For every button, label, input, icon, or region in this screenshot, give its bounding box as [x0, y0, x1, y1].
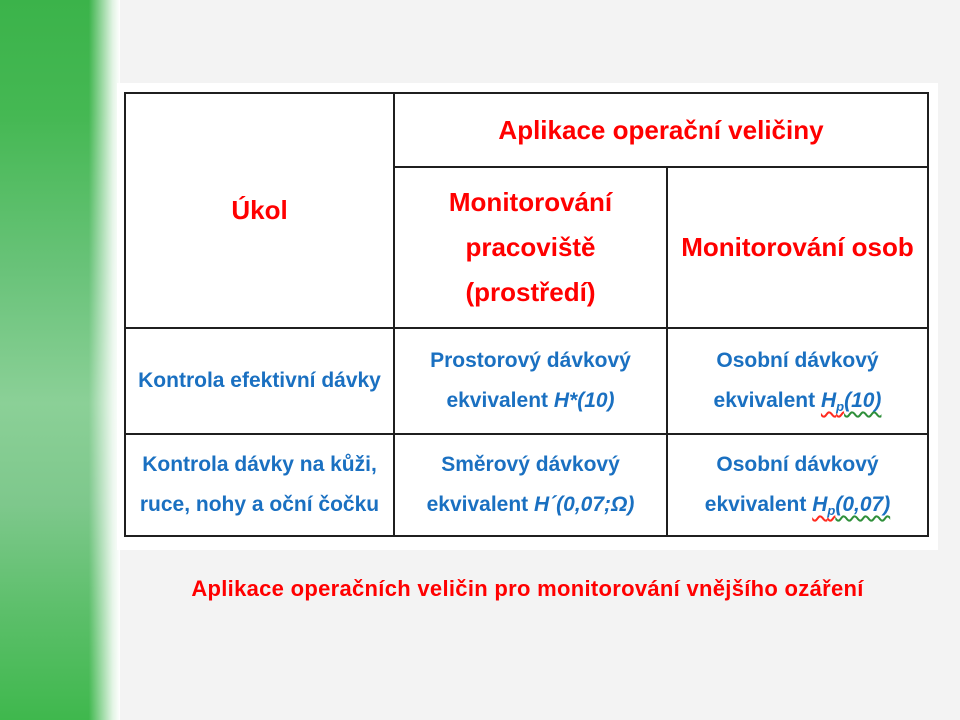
row2-ukol-line1: Kontrola dávky na kůži,: [142, 453, 377, 476]
row1-cell-ukol: Kontrola efektivní dávky: [126, 329, 395, 435]
row1-ukol-text: Kontrola efektivní dávky: [138, 369, 381, 392]
green-gradient-sidebar: [0, 0, 120, 720]
row1-osoby-prefix: ekvivalent: [713, 389, 821, 412]
header-cell-ukol: Úkol: [126, 94, 395, 329]
row1-osoby-h: H: [820, 389, 837, 412]
monitorovani-pracoviste-line1: Monitorování: [448, 187, 613, 217]
header-cell-aplikace: Aplikace operační veličiny: [395, 94, 927, 168]
row2-ukol-line2: ruce, nohy a oční čočku: [139, 493, 380, 516]
monitorovani-pracoviste-line2: pracoviště: [465, 232, 596, 262]
row2-cell-ukol: Kontrola dávky na kůži, ruce, nohy a očn…: [126, 435, 395, 535]
row2-pracoviste-line1: Směrový dávkový: [441, 453, 620, 476]
row1-osoby-sub: p: [836, 398, 845, 414]
slide-caption: Aplikace operačních veličin pro monitoro…: [191, 576, 864, 601]
row1-pracoviste-line1: Prostorový dávkový: [430, 349, 631, 372]
row1-cell-pracoviste: Prostorový dávkový ekvivalent H*(10): [395, 329, 668, 435]
row2-pracoviste-prefix: ekvivalent: [426, 493, 534, 516]
monitorovani-osob-label: Monitorování osob: [681, 232, 914, 262]
row2-osoby-line2: ekvivalent Hp(0,07): [705, 485, 890, 525]
row1-osoby-line2: ekvivalent Hp(10): [714, 381, 882, 421]
header-cell-monitorovani-osob: Monitorování osob: [668, 168, 927, 329]
row2-cell-osoby: Osobní dávkový ekvivalent Hp(0,07): [668, 435, 927, 535]
operational-quantities-table: Úkol Aplikace operační veličiny Monitoro…: [124, 92, 929, 537]
row2-pracoviste-formula: H´(0,07;Ω): [534, 493, 635, 516]
row1-pracoviste-prefix: ekvivalent: [446, 389, 554, 412]
row2-cell-pracoviste: Směrový dávkový ekvivalent H´(0,07;Ω): [395, 435, 668, 535]
row2-osoby-sub: p: [827, 502, 836, 518]
aplikace-label: Aplikace operační veličiny: [498, 114, 824, 145]
row2-osoby-formula-tail: (0,07): [835, 493, 891, 516]
row2-osoby-h: H: [812, 493, 828, 516]
row1-cell-osoby: Osobní dávkový ekvivalent Hp(10): [668, 329, 927, 435]
row1-pracoviste-line2: ekvivalent H*(10): [446, 381, 614, 421]
row1-osoby-formula-tail: (10): [844, 389, 882, 412]
row2-osoby-line1: Osobní dávkový: [716, 453, 879, 476]
row2-osoby-prefix: ekvivalent: [704, 493, 813, 516]
row1-osoby-formula-hp: Hp: [820, 389, 845, 414]
row1-osoby-line1: Osobní dávkový: [716, 349, 879, 372]
header-cell-monitorovani-pracoviste: Monitorování pracoviště (prostředí): [395, 168, 668, 329]
monitorovani-pracoviste-line3: (prostředí): [465, 277, 596, 307]
row1-pracoviste-formula: H*(10): [553, 389, 615, 412]
row2-pracoviste-line2: ekvivalent H´(0,07;Ω): [427, 485, 635, 525]
ukol-label: Úkol: [231, 195, 288, 225]
row2-osoby-formula-hp: Hp: [812, 493, 836, 518]
